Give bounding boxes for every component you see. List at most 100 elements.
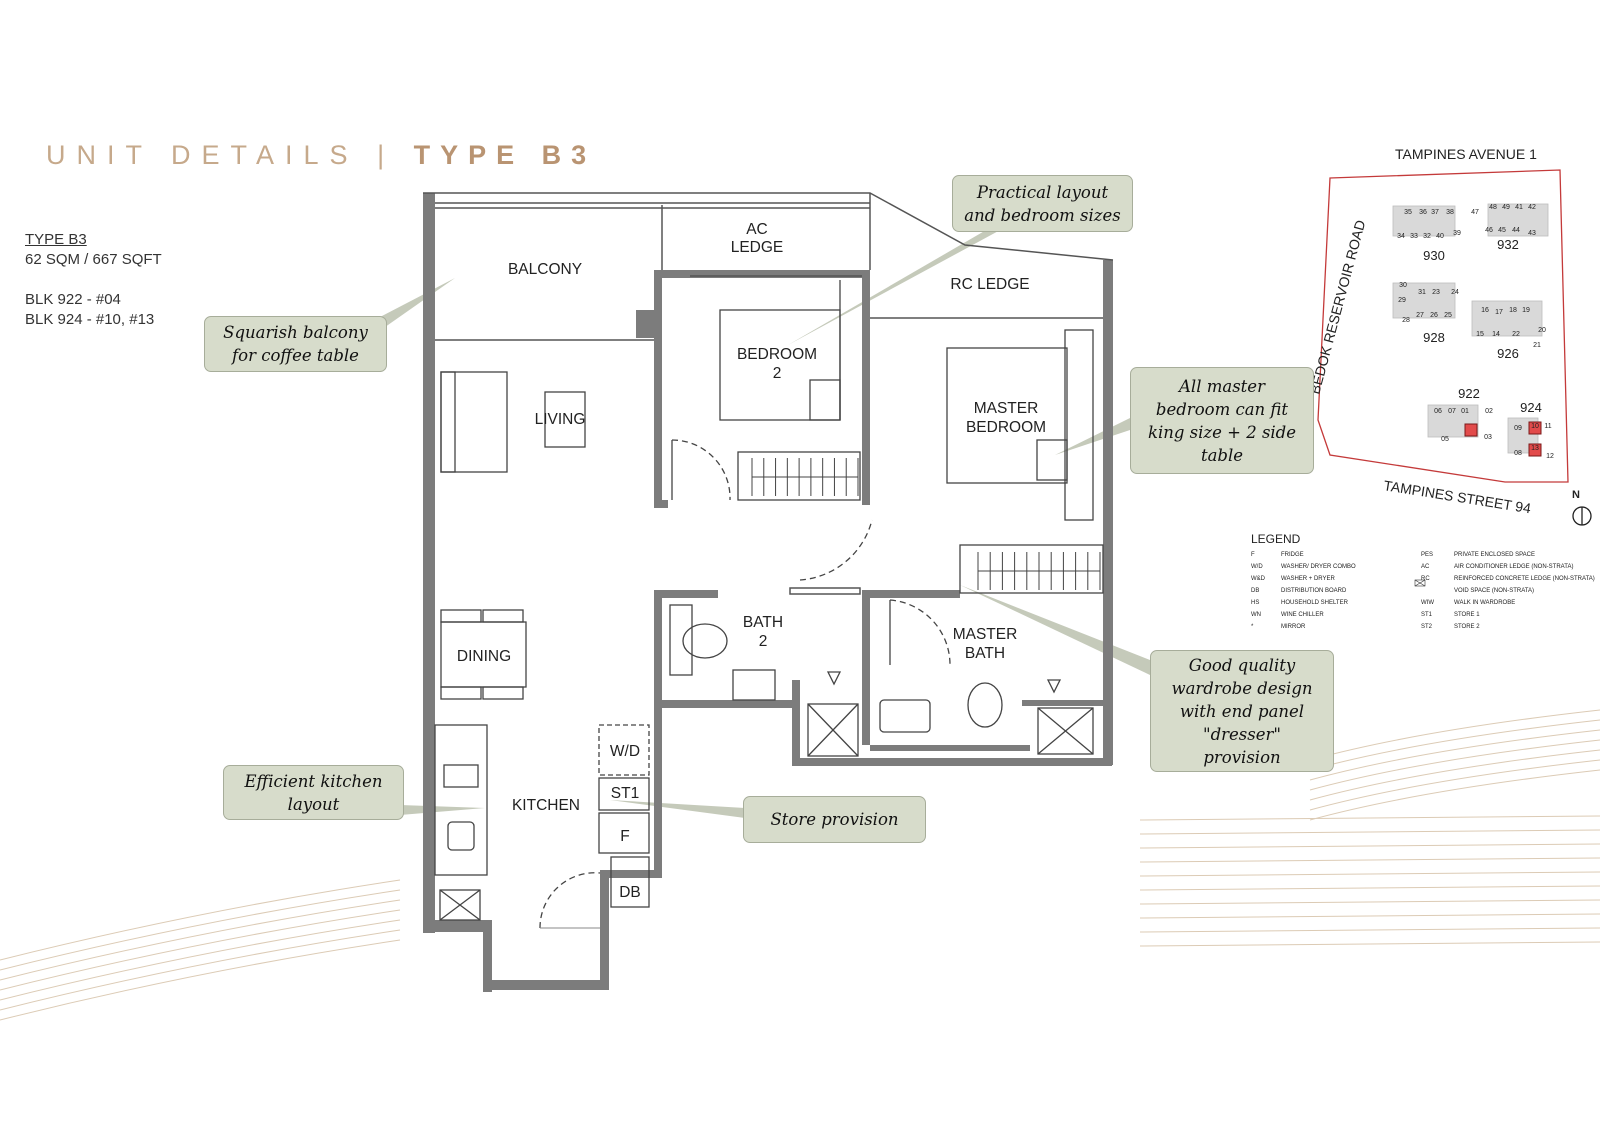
legend-desc: WALK IN WARDROBE	[1454, 600, 1515, 606]
legend-desc: FRIDGE	[1281, 552, 1304, 558]
block-922: 922	[1458, 386, 1480, 401]
unit-number: 30	[1399, 282, 1407, 289]
unit-number: 31	[1418, 289, 1426, 296]
callout-master-bedroom: All master bedroom can fit king size + 2…	[1130, 367, 1314, 474]
unit-number: 47	[1471, 209, 1479, 216]
legend-desc: REINFORCED CONCRETE LEDGE (NON-STRATA)	[1454, 576, 1595, 582]
legend-desc: AIR CONDITIONER LEDGE (NON-STRATA)	[1454, 564, 1573, 570]
unit-number: 07	[1448, 408, 1456, 415]
legend-desc: PRIVATE ENCLOSED SPACE	[1454, 552, 1535, 558]
block-926: 926	[1497, 346, 1519, 361]
legend-code: W&D	[1251, 576, 1266, 582]
unit-number: 24	[1451, 289, 1459, 296]
page-title: UNIT DETAILS | TYPE B3	[46, 140, 596, 171]
label-master-bath-1: MASTER	[953, 626, 1018, 643]
room-labels: BALCONY AC LEDGE RC LEDGE BEDROOM 2 LIVI…	[457, 221, 1046, 901]
unit-number: 49	[1502, 204, 1510, 211]
label-master-bedroom-1: MASTER	[974, 400, 1039, 417]
unit-number: 29	[1398, 297, 1406, 304]
block-924: 924	[1520, 400, 1542, 415]
legend-desc: DISTRIBUTION BOARD	[1281, 588, 1347, 594]
callout-layout: Practical layout and bedroom sizes	[952, 175, 1133, 232]
unit-number: 16	[1481, 307, 1489, 314]
furniture	[434, 280, 1104, 929]
outline-lines	[423, 192, 1114, 595]
callout-store: Store provision	[743, 796, 926, 843]
callout-wardrobe: Good quality wardrobe design with end pa…	[1150, 650, 1334, 772]
unit-number: 05	[1441, 436, 1449, 443]
label-bath2-2: 2	[759, 633, 768, 650]
road-top: TAMPINES AVENUE 1	[1395, 146, 1537, 162]
label-db: DB	[619, 884, 641, 901]
legend-desc: STORE 1	[1454, 612, 1480, 618]
label-master-bedroom-2: BEDROOM	[966, 419, 1046, 436]
block-930: 930	[1423, 248, 1445, 263]
label-ac-ledge-1: AC	[746, 221, 768, 238]
legend-desc: WINE CHILLER	[1281, 612, 1324, 618]
unit-number: 06	[1434, 408, 1442, 415]
unit-number: 44	[1512, 227, 1520, 234]
site-plan: TAMPINES AVENUE 1 BEDOK RESERVOIR ROAD T…	[1306, 146, 1592, 526]
label-kitchen: KITCHEN	[512, 797, 580, 814]
legend-code: W/D	[1251, 564, 1263, 570]
site-boundary	[1317, 169, 1569, 483]
legend-desc: HOUSEHOLD SHELTER	[1281, 600, 1349, 606]
label-living: LIVING	[535, 411, 586, 428]
legend-desc: MIRROR	[1281, 624, 1306, 630]
unit-number: 43	[1528, 230, 1536, 237]
label-balcony: BALCONY	[508, 261, 582, 278]
unit-number: 39	[1453, 230, 1461, 237]
unit-number: 03	[1484, 434, 1492, 441]
label-ac-ledge-2: LEDGE	[731, 239, 784, 256]
unit-number: 34	[1397, 233, 1405, 240]
title-type: TYPE B3	[413, 140, 597, 170]
legend-desc: STORE 2	[1454, 624, 1480, 630]
legend-title: LEGEND	[1251, 532, 1301, 546]
unit-number: 12	[1546, 453, 1554, 460]
unit-number: 36	[1419, 209, 1427, 216]
unit-number: 08	[1514, 450, 1522, 457]
walls	[423, 193, 1113, 992]
block-932: 932	[1497, 237, 1519, 252]
unit-number: 40	[1436, 233, 1444, 240]
legend-code: DB	[1251, 588, 1259, 594]
block-labels: 930 932 928 926 922 924	[1423, 237, 1542, 415]
unit-number: 09	[1514, 425, 1522, 432]
site-blocks	[1392, 203, 1549, 454]
unit-number: 42	[1528, 204, 1536, 211]
unit-number: 14	[1492, 331, 1500, 338]
unit-type-label: TYPE B3	[25, 231, 87, 248]
unit-number: 41	[1515, 204, 1523, 211]
unit-number: 46	[1485, 227, 1493, 234]
unit-number: 27	[1416, 312, 1424, 319]
unit-block-1: BLK 922 - #04	[25, 291, 121, 308]
unit-number: 48	[1489, 204, 1497, 211]
unit-number: 28	[1402, 317, 1410, 324]
unit-number: 26	[1430, 312, 1438, 319]
unit-number: 13	[1531, 445, 1539, 452]
label-rc-ledge: RC LEDGE	[950, 276, 1029, 293]
decorative-lines	[0, 709, 1600, 1021]
unit-number: 11	[1544, 423, 1551, 430]
legend-code: WIW	[1421, 600, 1434, 606]
unit-number: 23	[1432, 289, 1440, 296]
unit-number: 22	[1512, 331, 1520, 338]
legend-desc: WASHER + DRYER	[1281, 576, 1336, 582]
unit-number: 18	[1509, 307, 1517, 314]
unit-number: 01	[1461, 408, 1469, 415]
label-bedroom2-1: BEDROOM	[737, 346, 817, 363]
unit-size: 62 SQM / 667 SQFT	[25, 251, 162, 268]
unit-number: 21	[1533, 342, 1541, 349]
road-left: BEDOK RESERVOIR ROAD	[1306, 218, 1368, 395]
highlighted-units	[1464, 421, 1542, 457]
unit-number: 33	[1410, 233, 1418, 240]
unit-number: 25	[1444, 312, 1452, 319]
legend-code: *	[1251, 624, 1254, 630]
road-bottom: TAMPINES STREET 94	[1383, 477, 1533, 516]
legend-code: HS	[1251, 600, 1259, 606]
unit-info: TYPE B3 62 SQM / 667 SQFT BLK 922 - #04 …	[25, 230, 162, 330]
callout-kitchen: Efficient kitchen layout	[223, 765, 404, 820]
